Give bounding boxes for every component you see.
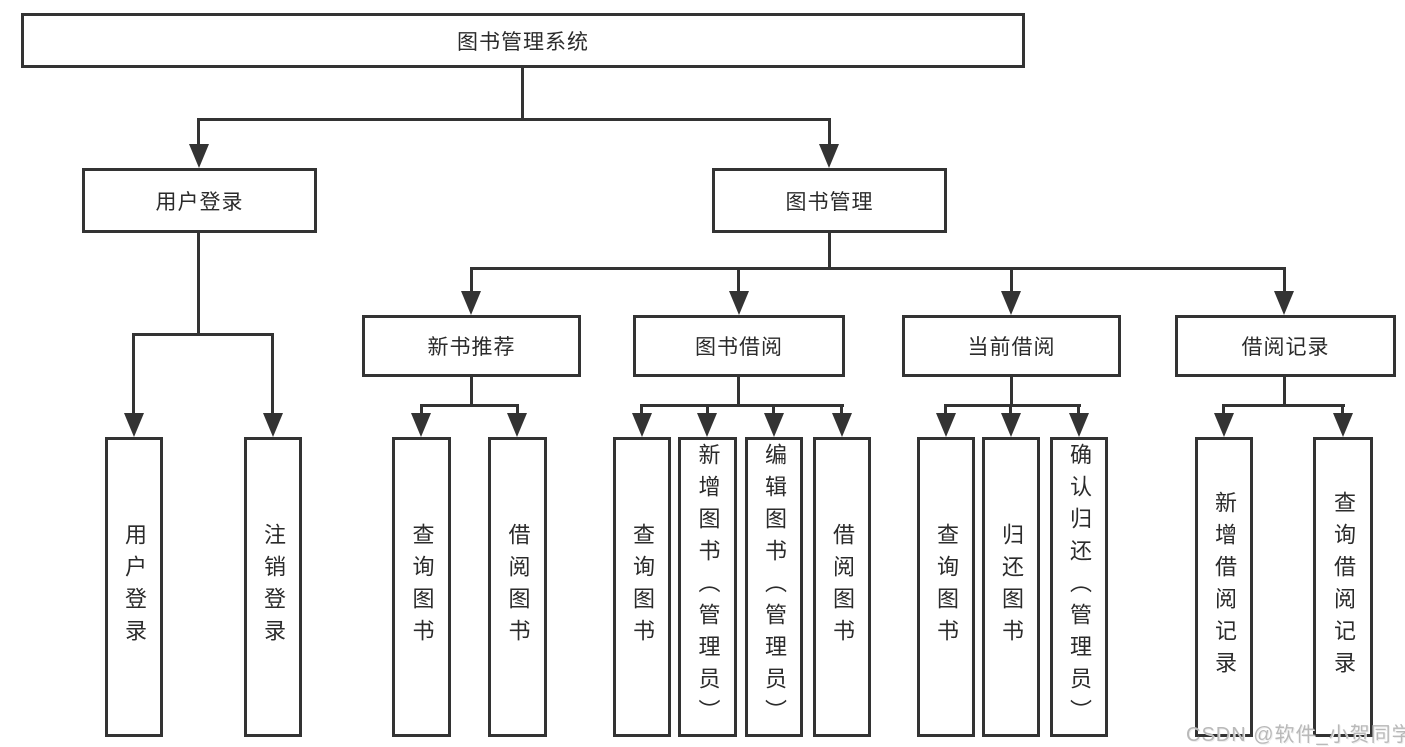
node-label: 图书管理系统 (457, 30, 589, 54)
node-label: 新增图书（管理员） (695, 443, 721, 731)
connector-v (1010, 267, 1013, 294)
connector-v (1077, 404, 1080, 416)
connector-v (516, 404, 519, 416)
connector-v (840, 404, 843, 416)
leaf-query-books-3: 查询图书 (917, 437, 975, 737)
connector-h (420, 404, 519, 407)
node-borrowing-records: 借阅记录 (1175, 315, 1396, 377)
arrowhead-down (632, 413, 652, 437)
node-label: 确认归还（管理员） (1067, 443, 1092, 731)
node-label: 用户登录 (122, 523, 147, 651)
arrowhead-down (832, 413, 852, 437)
arrowhead-down (189, 144, 209, 168)
node-label: 新书推荐 (427, 336, 516, 359)
connector-v (1283, 267, 1286, 294)
connector-v (706, 404, 709, 416)
leaf-confirm-return-admin: 确认归还（管理员） (1050, 437, 1108, 737)
connector-v (737, 267, 740, 294)
node-label: 查询借阅记录 (1331, 491, 1356, 683)
node-label: 编辑图书（管理员） (762, 443, 787, 731)
connector-v (197, 233, 200, 336)
leaf-query-borrow-record: 查询借阅记录 (1313, 437, 1373, 737)
node-book-management: 图书管理 (712, 168, 947, 233)
node-label: 用户登录 (155, 190, 244, 214)
connector-v (271, 333, 274, 416)
node-label: 借阅图书 (505, 523, 531, 651)
arrowhead-down (1069, 413, 1089, 437)
arrowhead-down (263, 413, 283, 437)
node-label: 图书借阅 (695, 336, 783, 359)
connector-h (640, 404, 844, 407)
connector-v (470, 377, 473, 407)
node-label: 借阅记录 (1241, 336, 1330, 359)
connector-v (737, 377, 740, 407)
leaf-edit-books-admin: 编辑图书（管理员） (745, 437, 803, 737)
node-label: 归还图书 (999, 523, 1024, 651)
node-new-book-recommendation: 新书推荐 (362, 315, 581, 377)
arrowhead-down (1214, 413, 1234, 437)
connector-v (1222, 404, 1225, 416)
node-label: 查询图书 (409, 523, 435, 651)
connector-v (470, 267, 473, 294)
arrowhead-down (936, 413, 956, 437)
arrowhead-down (697, 413, 717, 437)
node-label: 新增借阅记录 (1212, 491, 1237, 683)
arrowhead-down (461, 291, 481, 315)
leaf-logout: 注销登录 (244, 437, 302, 737)
leaf-borrow-books-2: 借阅图书 (813, 437, 871, 737)
node-current-borrowing: 当前借阅 (902, 315, 1121, 377)
connector-v (521, 68, 524, 121)
arrowhead-down (507, 413, 527, 437)
connector-v (132, 333, 135, 416)
node-label: 注销登录 (261, 523, 286, 651)
arrowhead-down (764, 413, 784, 437)
connector-v (420, 404, 423, 416)
leaf-user-login: 用户登录 (105, 437, 163, 737)
node-library-management-system: 图书管理系统 (21, 13, 1025, 68)
connector-v (640, 404, 643, 416)
node-user-login: 用户登录 (82, 168, 317, 233)
arrowhead-down (124, 413, 144, 437)
node-label: 查询图书 (934, 523, 959, 651)
connector-h (197, 118, 831, 121)
leaf-return-books: 归还图书 (982, 437, 1040, 737)
node-book-borrowing: 图书借阅 (633, 315, 845, 377)
connector-h (470, 267, 1285, 270)
leaf-query-books-1: 查询图书 (392, 437, 451, 737)
arrowhead-down (411, 413, 431, 437)
connector-v (1009, 404, 1012, 416)
leaf-borrow-books-1: 借阅图书 (488, 437, 547, 737)
connector-v (772, 404, 775, 416)
connector-h (132, 333, 274, 336)
connector-v (944, 404, 947, 416)
leaf-query-books-2: 查询图书 (613, 437, 671, 737)
connector-v (828, 118, 831, 148)
connector-v (828, 233, 831, 270)
watermark: CSDN @软件_小贺同学 (1186, 724, 1405, 746)
arrowhead-down (819, 144, 839, 168)
node-label: 图书管理 (785, 190, 874, 214)
node-label: 查询图书 (630, 523, 655, 651)
connector-h (1222, 404, 1345, 407)
connector-v (1283, 377, 1286, 407)
connector-v (1010, 377, 1013, 407)
leaf-add-books-admin: 新增图书（管理员） (678, 437, 737, 737)
arrowhead-down (729, 291, 749, 315)
arrowhead-down (1274, 291, 1294, 315)
connector-v (197, 118, 200, 148)
connector-v (1341, 404, 1344, 416)
leaf-add-borrow-record: 新增借阅记录 (1195, 437, 1253, 737)
node-label: 借阅图书 (830, 523, 855, 651)
arrowhead-down (1333, 413, 1353, 437)
arrowhead-down (1001, 413, 1021, 437)
arrowhead-down (1001, 291, 1021, 315)
node-label: 当前借阅 (967, 336, 1056, 359)
connector-h (944, 404, 1081, 407)
